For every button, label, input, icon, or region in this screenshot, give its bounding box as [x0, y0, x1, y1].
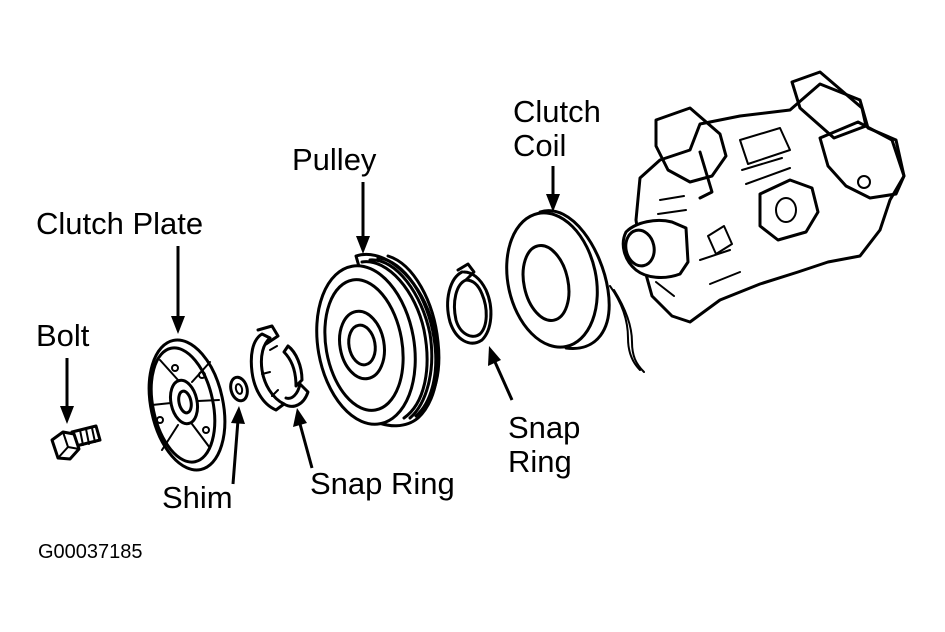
pulley-part [315, 253, 441, 428]
arrow-clutch-coil [546, 166, 560, 212]
arrow-clutch-plate [171, 246, 185, 334]
arrow-snap-ring-rear [488, 346, 514, 401]
bolt-part [50, 424, 102, 461]
arrow-shim [231, 406, 245, 485]
label-pulley: Pulley [292, 142, 377, 177]
snap-ring-front-part [249, 324, 310, 412]
label-shim: Shim [162, 480, 233, 515]
label-clutch-coil-line2: Coil [513, 128, 566, 163]
label-snap-ring-rear-line1: Snap [508, 410, 580, 445]
arrow-snap-ring-front [293, 408, 314, 469]
label-bolt: Bolt [36, 318, 90, 353]
snap-ring-rear-part [446, 262, 493, 345]
shim-part [229, 375, 249, 403]
arrow-bolt [60, 358, 74, 424]
label-snap-ring-rear-line2: Ring [508, 444, 572, 479]
clutch-coil-part [505, 209, 645, 373]
arrow-pulley [356, 182, 370, 254]
compressor-body-part [621, 70, 906, 324]
label-clutch-coil-line1: Clutch [513, 94, 601, 129]
clutch-plate-part [147, 338, 227, 472]
figure-id: G00037185 [38, 541, 143, 563]
label-clutch-plate: Clutch Plate [36, 206, 203, 241]
label-snap-ring-front: Snap Ring [310, 466, 455, 501]
